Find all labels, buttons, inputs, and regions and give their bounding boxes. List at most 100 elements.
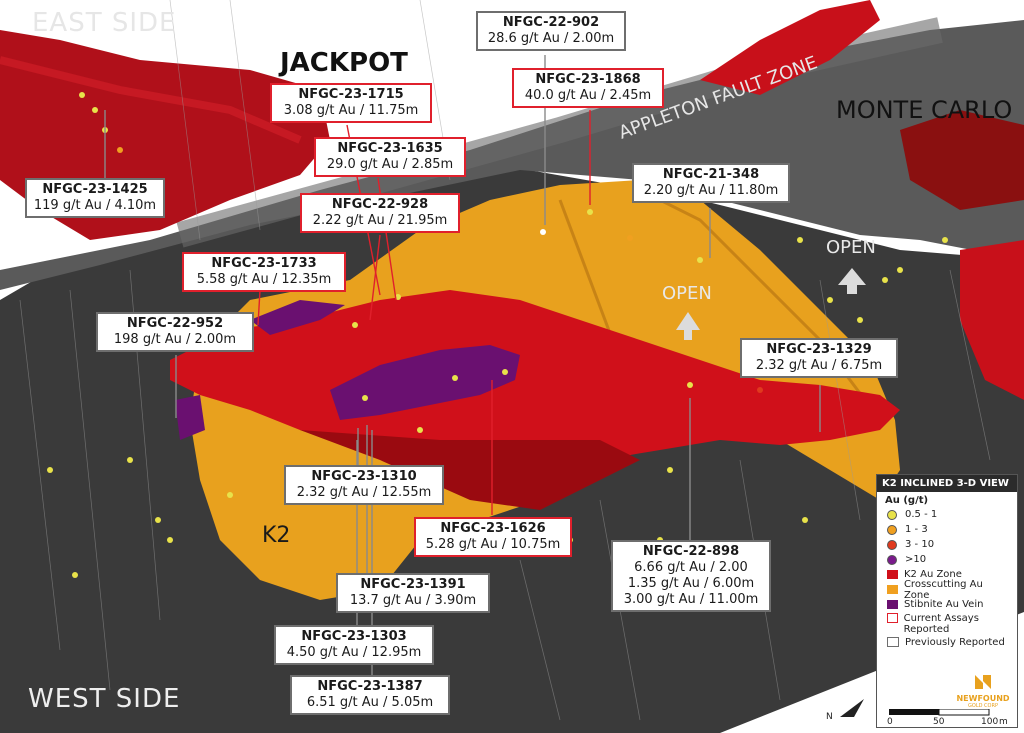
legend-box-label: Current Assays Reported	[903, 613, 979, 635]
grade-dot-icon	[887, 509, 897, 520]
callout-hole-id: NFGC-23-1715	[298, 87, 404, 102]
north-arrow-icon	[840, 699, 864, 717]
callout-assay-line: 40.0 g/t Au / 2.45m	[524, 88, 652, 103]
callout-assay-line: 29.0 g/t Au / 2.85m	[326, 157, 454, 172]
scale-unit: m	[999, 717, 1008, 727]
callout-hole-id: NFGC-22-928	[331, 197, 429, 212]
callout-hole-id: NFGC-22-902	[502, 15, 600, 30]
open-arrow-left	[676, 312, 700, 340]
k2-label: K2	[262, 523, 291, 548]
legend-box-row: Current Assays Reported	[877, 612, 1017, 636]
legend-zone-row: Stibnite Au Vein	[877, 597, 1017, 612]
drillhole-traces	[19, 0, 991, 721]
callout-assay-line: 13.7 g/t Au / 3.90m	[349, 593, 477, 608]
legend-zone-label: Stibnite Au Vein	[904, 599, 984, 610]
zone-swatch-icon	[887, 585, 898, 594]
open-label-left: OPEN	[662, 283, 712, 304]
legend-grade-heading: Au (g/t)	[885, 495, 929, 506]
callout-hole-id: NFGC-23-1733	[211, 256, 317, 271]
callout-assay-line: 2.32 g/t Au / 6.75m	[755, 358, 883, 373]
newfound-logo: NEWFOUND GOLD CORP	[953, 671, 1013, 709]
callout-assay-line: 3.00 g/t Au / 11.00m	[623, 592, 759, 607]
scale-tick-0: 0	[887, 717, 893, 727]
west-side-label: WEST SIDE	[28, 684, 181, 714]
callout-hole-id: NFGC-23-1329	[766, 342, 872, 357]
callout-hole-id: NFGC-23-1303	[301, 629, 407, 644]
legend-zone-row: Crosscutting Au Zone	[877, 579, 1017, 601]
jackpot-label: JACKPOT	[280, 48, 408, 78]
callout-hole-id: NFGC-23-1391	[360, 577, 466, 592]
legend-zone-row: K2 Au Zone	[877, 567, 1017, 582]
grade-dot-icon	[887, 539, 897, 550]
callout-hole-id: NFGC-23-1387	[317, 679, 423, 694]
callout-hole-id: NFGC-23-1868	[535, 72, 641, 87]
callout-hole-id: NFGC-22-952	[126, 316, 224, 331]
east-side-label: EAST SIDE	[32, 8, 177, 38]
legend-grades: 0.5 - 1 1 - 3 3 - 10 >10	[877, 507, 1017, 567]
logo-sub: GOLD CORP	[968, 703, 998, 709]
north-label: N	[826, 712, 833, 722]
callout-assay-line: 6.66 g/t Au / 2.00	[634, 560, 748, 575]
legend-grade-label: 0.5 - 1	[905, 509, 938, 520]
callout-hole-id: NFGC-23-1425	[42, 182, 148, 197]
box-swatch-icon	[887, 613, 898, 623]
callout-hole-id: NFGC-23-1626	[440, 521, 546, 536]
legend-grade-row: 0.5 - 1	[877, 507, 1017, 522]
legend-grade-row: 3 - 10	[877, 537, 1017, 552]
logo-icon	[975, 675, 991, 689]
callout-hole-id: NFGC-23-1635	[337, 141, 443, 156]
legend-zone-label: K2 Au Zone	[904, 569, 962, 580]
grade-dot-icon	[887, 524, 897, 535]
callout-assay-line: 3.08 g/t Au / 11.75m	[283, 103, 419, 118]
k2-zone	[170, 290, 900, 480]
callout-assay-line: 4.50 g/t Au / 12.95m	[286, 645, 422, 660]
legend-grade-label: >10	[905, 554, 927, 565]
callout-assay-line: 1.35 g/t Au / 6.00m	[627, 576, 755, 591]
open-arrow-right	[838, 268, 866, 294]
grade-dot-icon	[887, 554, 897, 565]
callout-assay-line: 119 g/t Au / 4.10m	[33, 198, 157, 213]
callout-assay-line: 6.51 g/t Au / 5.05m	[306, 695, 434, 710]
callout-assay-line: 2.32 g/t Au / 12.55m	[296, 485, 432, 500]
scale-bar: 0 50 100 m	[887, 709, 1008, 727]
callout-assay-line: 198 g/t Au / 2.00m	[113, 332, 237, 347]
callout-hole-id: NFGC-21-348	[662, 167, 760, 182]
legend-box-row: Previously Reported	[877, 636, 1017, 649]
legend-title: K2 INCLINED 3-D VIEW	[877, 475, 1017, 492]
zone-swatch-icon	[887, 600, 898, 609]
box-swatch-icon	[887, 637, 899, 647]
legend-box-label: Previously Reported	[905, 637, 1005, 648]
scale-tick-100: 100	[981, 717, 999, 727]
legend-grade-row: >10	[877, 552, 1017, 567]
callout-assay-line: 2.20 g/t Au / 11.80m	[643, 183, 779, 198]
legend-grade-label: 1 - 3	[905, 524, 928, 535]
assay-points	[47, 92, 948, 578]
callout-hole-id: NFGC-23-1310	[311, 469, 417, 484]
monte-carlo-red	[700, 0, 880, 95]
zone-swatch-icon	[887, 570, 898, 579]
open-label-right: OPEN	[826, 237, 876, 258]
monte-carlo-label: MONTE CARLO	[836, 96, 1013, 124]
legend-grade-row: 1 - 3	[877, 522, 1017, 537]
logo-main: NEWFOUND	[956, 694, 1010, 703]
callout-assay-line: 5.58 g/t Au / 12.35m	[196, 272, 332, 287]
